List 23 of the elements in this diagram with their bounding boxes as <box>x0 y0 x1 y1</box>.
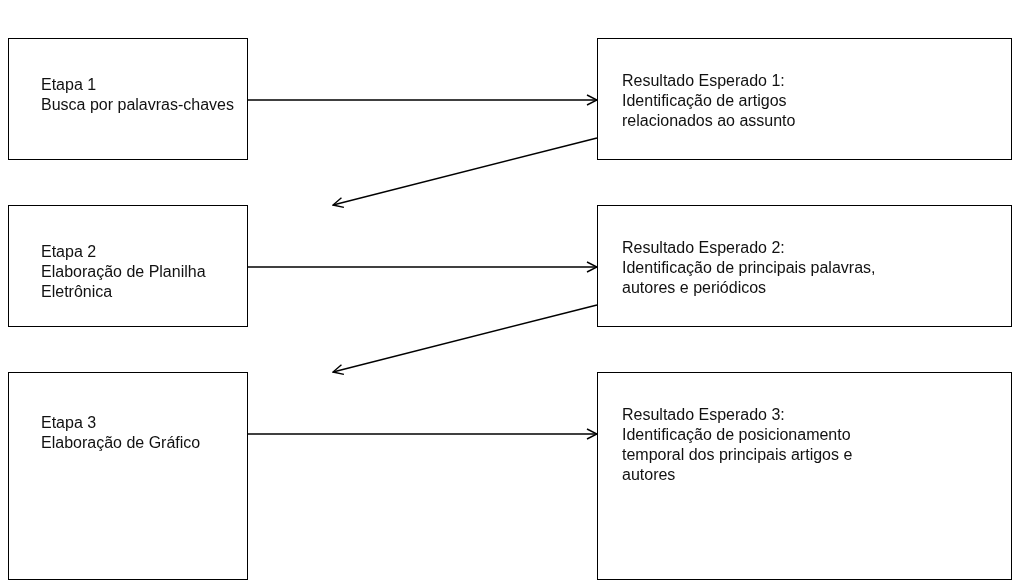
box-heading: Etapa 2 <box>41 242 98 262</box>
process-box <box>8 372 248 580</box>
arrow <box>332 304 598 376</box>
box-text: Identificação de artigos relacionados ao assunto <box>622 91 797 131</box>
process-box <box>8 205 248 327</box>
box-text: Busca por palavras-chaves <box>41 95 235 115</box>
box-heading: Resultado Esperado 3: <box>622 405 786 425</box>
arrow <box>247 261 598 273</box>
arrow <box>332 137 598 209</box>
box-text: Identificação de posicionamento temporal dos principais artigos e autores <box>622 425 854 485</box>
process-box <box>597 372 1012 580</box>
box-heading: Etapa 1 <box>41 75 98 95</box>
box-heading: Resultado Esperado 2: <box>622 238 786 258</box>
box-text: Elaboração de Gráfico <box>41 433 202 453</box>
process-box <box>8 38 248 160</box>
box-text: Elaboração de Planilha Eletrônica <box>41 262 207 302</box>
arrow <box>247 428 598 440</box>
arrow <box>247 94 598 106</box>
box-heading: Resultado Esperado 1: <box>622 71 786 91</box>
process-box <box>597 38 1012 160</box>
box-heading: Etapa 3 <box>41 413 98 433</box>
box-text: Identificação de principais palavras, autores e periódicos <box>622 258 877 298</box>
process-box <box>597 205 1012 327</box>
